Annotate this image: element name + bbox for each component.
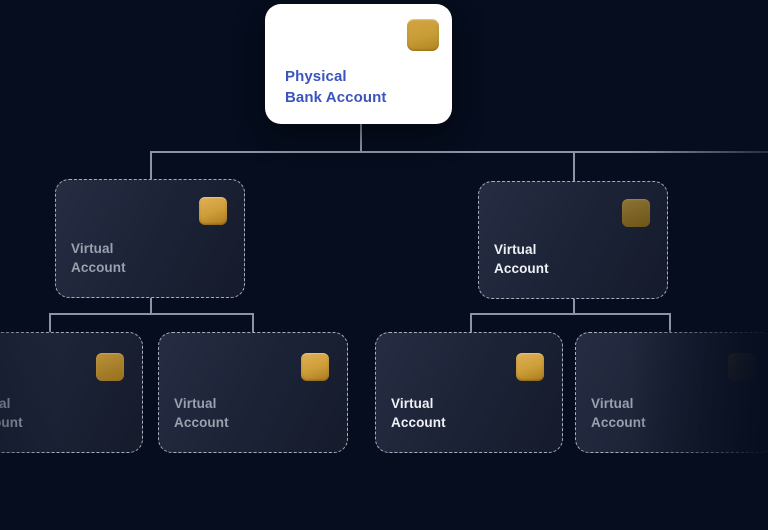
virtual-account-card-5: Virtual Account: [375, 332, 563, 453]
connector-va5-drop: [470, 313, 472, 333]
card-label: Physical Bank Account: [285, 68, 387, 106]
card-chip-icon: [622, 199, 650, 227]
virtual-account-card-4: Virtual Account: [158, 332, 348, 453]
connector-level2-rail: [150, 151, 768, 153]
connector-va4-drop: [252, 313, 254, 333]
connector-level3-left-rail: [49, 313, 253, 315]
card-chip-icon: [516, 353, 544, 381]
virtual-account-card-6: Virtual Account: [573, 330, 768, 455]
connector-level3-right-rail: [470, 313, 670, 315]
card-label: Virtual Account: [174, 396, 229, 430]
card-label: Virtual Account: [391, 396, 446, 430]
card-chip-icon: [199, 197, 227, 225]
connector-va2-drop: [573, 298, 575, 314]
card-chip-icon: [728, 353, 756, 381]
connector-level2-left-drop: [150, 151, 152, 180]
connector-va3-drop: [49, 313, 51, 333]
connector-level2-right-drop: [573, 151, 575, 182]
virtual-account-card-1: Virtual Account: [55, 179, 245, 298]
connector-va1-drop: [150, 298, 152, 314]
card-label: Virtual Account: [591, 396, 646, 430]
connector-root-drop: [360, 124, 362, 152]
virtual-account-card-2: Virtual Account: [478, 181, 668, 299]
card-chip-icon: [96, 353, 124, 381]
card-label: Virtual Account: [71, 241, 126, 275]
virtual-account-card-3: Virtual Account: [0, 330, 145, 455]
connector-va6-drop: [669, 313, 671, 333]
card-label: Virtual Account: [494, 242, 549, 276]
card-chip-icon: [407, 19, 439, 51]
card-chip-icon: [301, 353, 329, 381]
card-label: Virtual Account: [0, 396, 23, 430]
physical-bank-account-card: Physical Bank Account: [265, 4, 452, 124]
